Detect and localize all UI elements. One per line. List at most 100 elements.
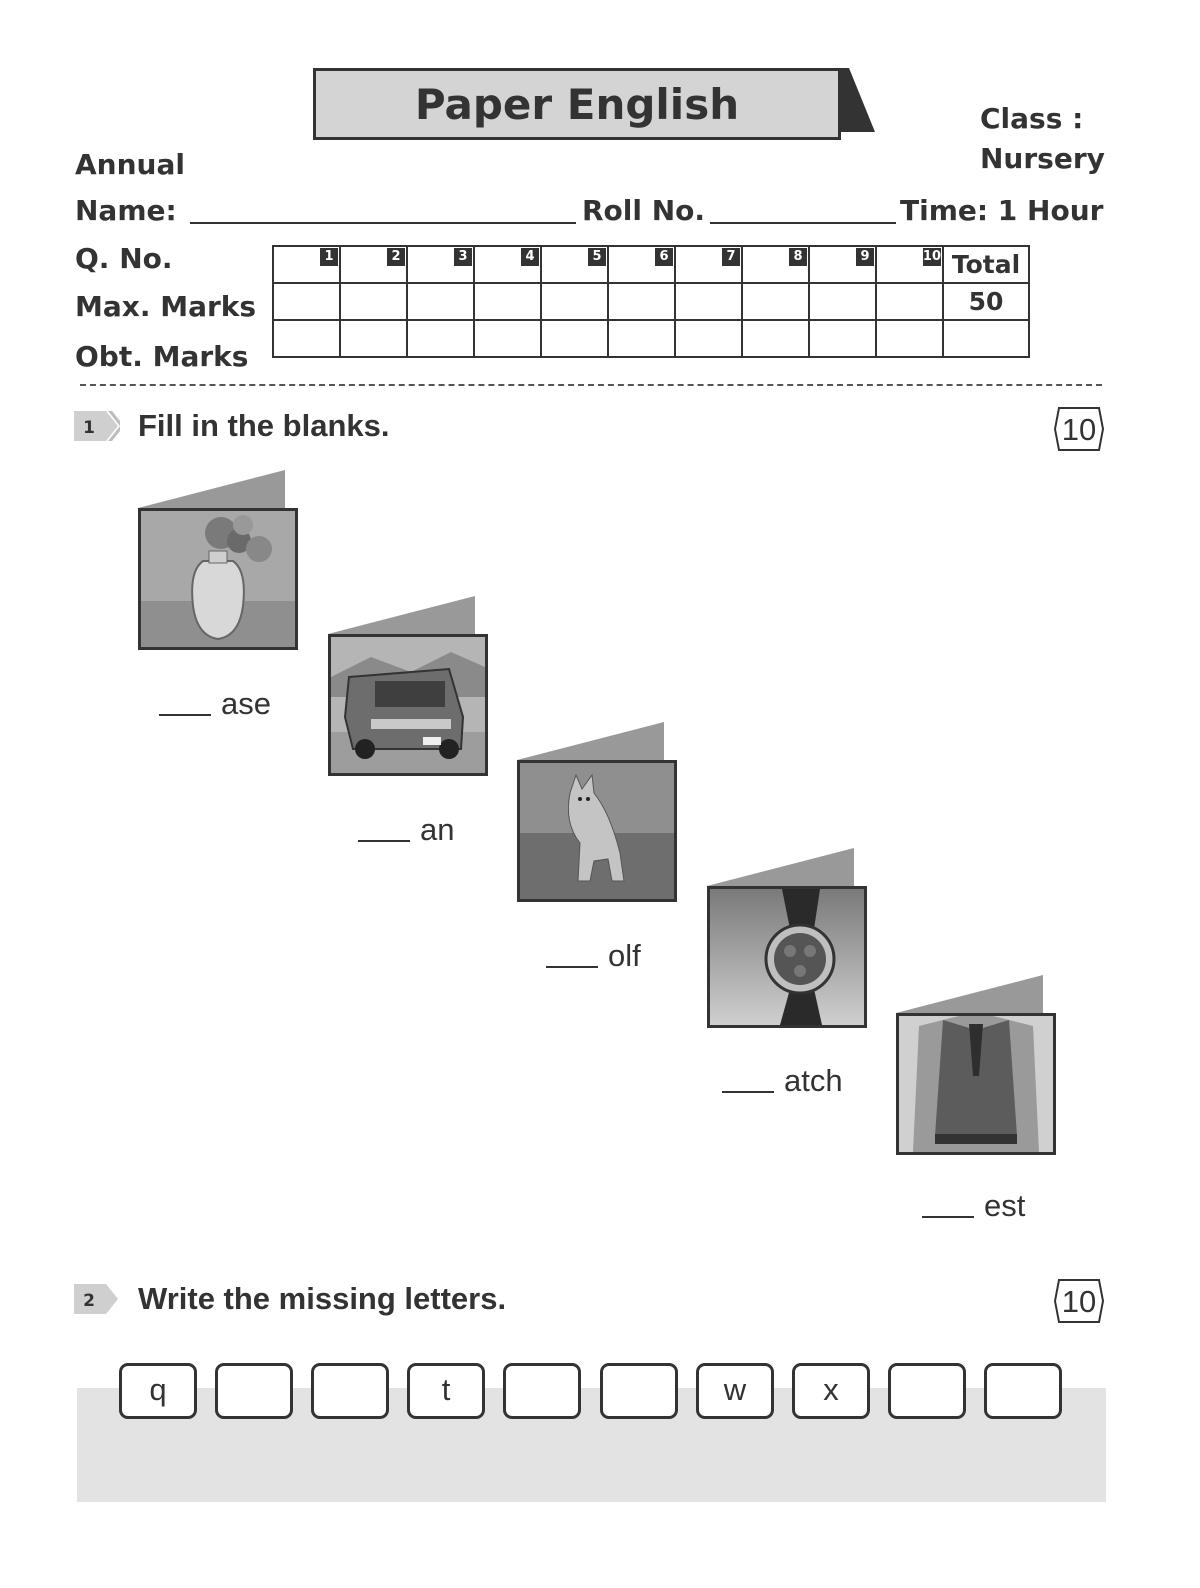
- word-ending: an: [420, 812, 455, 847]
- marks-badge-icon: [1053, 407, 1105, 451]
- question-number: 8: [789, 248, 807, 266]
- total-obt-marks[interactable]: [942, 319, 1030, 358]
- obt-marks-cell[interactable]: [741, 319, 810, 358]
- question-number: 2: [387, 248, 405, 266]
- total-header: Total: [942, 245, 1030, 284]
- fill-blank-item-5[interactable]: est: [922, 1188, 1025, 1224]
- question-number: 7: [722, 248, 740, 266]
- time-label: Time: 1 Hour: [900, 194, 1104, 227]
- max-marks-cell: [875, 282, 944, 321]
- qno-cell: 7: [674, 245, 743, 284]
- max-marks-cell: [540, 282, 609, 321]
- letter-box[interactable]: [600, 1363, 678, 1419]
- letter-box[interactable]: [984, 1363, 1062, 1419]
- max-marks-row-label: Max. Marks: [75, 290, 257, 323]
- card-tab: [707, 848, 854, 886]
- class-label: Class :: [980, 102, 1084, 135]
- obt-marks-cell[interactable]: [607, 319, 676, 358]
- letter-box[interactable]: [311, 1363, 389, 1419]
- max-marks-cell: [607, 282, 676, 321]
- class-value: Nursery: [980, 142, 1105, 175]
- word-ending: est: [984, 1188, 1026, 1223]
- qno-cell: 10: [875, 245, 944, 284]
- max-marks-row: 50: [272, 282, 1030, 321]
- answer-blank[interactable]: [358, 840, 410, 842]
- qno-cell: 5: [540, 245, 609, 284]
- question-number: 10: [922, 248, 941, 266]
- letter-box[interactable]: t: [407, 1363, 485, 1419]
- picture-card-van: [328, 596, 488, 776]
- word-ending: olf: [608, 938, 641, 973]
- question-1-text: Fill in the blanks.: [138, 408, 390, 443]
- obt-marks-cell[interactable]: [808, 319, 877, 358]
- question-2-badge: 2: [74, 1284, 118, 1314]
- fill-blank-item-1[interactable]: ase: [159, 686, 271, 722]
- question-1-badge: 1: [74, 411, 120, 441]
- question-1-number: 1: [83, 418, 95, 438]
- letter-box[interactable]: [215, 1363, 293, 1419]
- qno-cell: 2: [339, 245, 408, 284]
- question-2-text: Write the missing letters.: [138, 1281, 507, 1316]
- fill-blank-item-2[interactable]: an: [358, 812, 454, 848]
- obt-marks-cell[interactable]: [875, 319, 944, 358]
- question-2-marks: 10: [1061, 1284, 1097, 1319]
- card-tab: [138, 470, 285, 508]
- picture-card-vase: [138, 470, 298, 650]
- qno-cell: 9: [808, 245, 877, 284]
- max-marks-cell: [808, 282, 877, 321]
- question-number: 5: [588, 248, 606, 266]
- paper-title: Paper English: [313, 68, 841, 140]
- fill-blank-item-3[interactable]: olf: [546, 938, 641, 974]
- letter-box[interactable]: w: [696, 1363, 774, 1419]
- obt-marks-cell[interactable]: [272, 319, 341, 358]
- question-number: 3: [454, 248, 472, 266]
- vest-picture: [896, 1013, 1056, 1155]
- obt-marks-cell[interactable]: [406, 319, 475, 358]
- card-tab: [896, 975, 1043, 1013]
- obt-marks-row-label: Obt. Marks: [75, 340, 249, 373]
- cut-line-divider: [80, 384, 1102, 386]
- qno-row: 1 2 3 4 5 6 7 8 9 10 Total: [272, 245, 1030, 284]
- qno-cell: 6: [607, 245, 676, 284]
- max-marks-cell: [406, 282, 475, 321]
- card-tab: [517, 722, 664, 760]
- name-label: Name:: [75, 194, 177, 227]
- question-2-number: 2: [83, 1291, 95, 1311]
- question-number: 6: [655, 248, 673, 266]
- question-2-marks-badge: 10: [1053, 1278, 1105, 1324]
- question-number: 9: [856, 248, 874, 266]
- obt-marks-cell[interactable]: [473, 319, 542, 358]
- card-tab: [328, 596, 475, 634]
- max-marks-cell: [741, 282, 810, 321]
- qno-cell: 3: [406, 245, 475, 284]
- word-ending: atch: [784, 1063, 843, 1098]
- max-marks-cell: [339, 282, 408, 321]
- watch-picture: [707, 886, 867, 1028]
- name-field[interactable]: [190, 222, 576, 224]
- question-1-marks-badge: 10: [1053, 406, 1105, 452]
- answer-blank[interactable]: [546, 966, 598, 968]
- obt-marks-row: [272, 319, 1030, 358]
- letter-box[interactable]: [888, 1363, 966, 1419]
- answer-blank[interactable]: [159, 714, 211, 716]
- total-max-marks: 50: [942, 282, 1030, 321]
- obt-marks-cell[interactable]: [674, 319, 743, 358]
- max-marks-cell: [674, 282, 743, 321]
- roll-field[interactable]: [710, 222, 896, 224]
- max-marks-cell: [473, 282, 542, 321]
- picture-card-vest: [896, 975, 1056, 1155]
- marks-table: 1 2 3 4 5 6 7 8 9 10 Total 50: [272, 245, 1030, 358]
- exam-label: Annual: [75, 148, 185, 181]
- obt-marks-cell[interactable]: [540, 319, 609, 358]
- answer-blank[interactable]: [922, 1216, 974, 1218]
- picture-card-watch: [707, 848, 867, 1028]
- fill-blank-item-4[interactable]: atch: [722, 1063, 843, 1099]
- question-number: 4: [521, 248, 539, 266]
- letter-box[interactable]: x: [792, 1363, 870, 1419]
- question-number: 1: [320, 248, 338, 266]
- answer-blank[interactable]: [722, 1091, 774, 1093]
- letter-box[interactable]: q: [119, 1363, 197, 1419]
- letter-box[interactable]: [503, 1363, 581, 1419]
- roll-label: Roll No.: [582, 194, 706, 227]
- obt-marks-cell[interactable]: [339, 319, 408, 358]
